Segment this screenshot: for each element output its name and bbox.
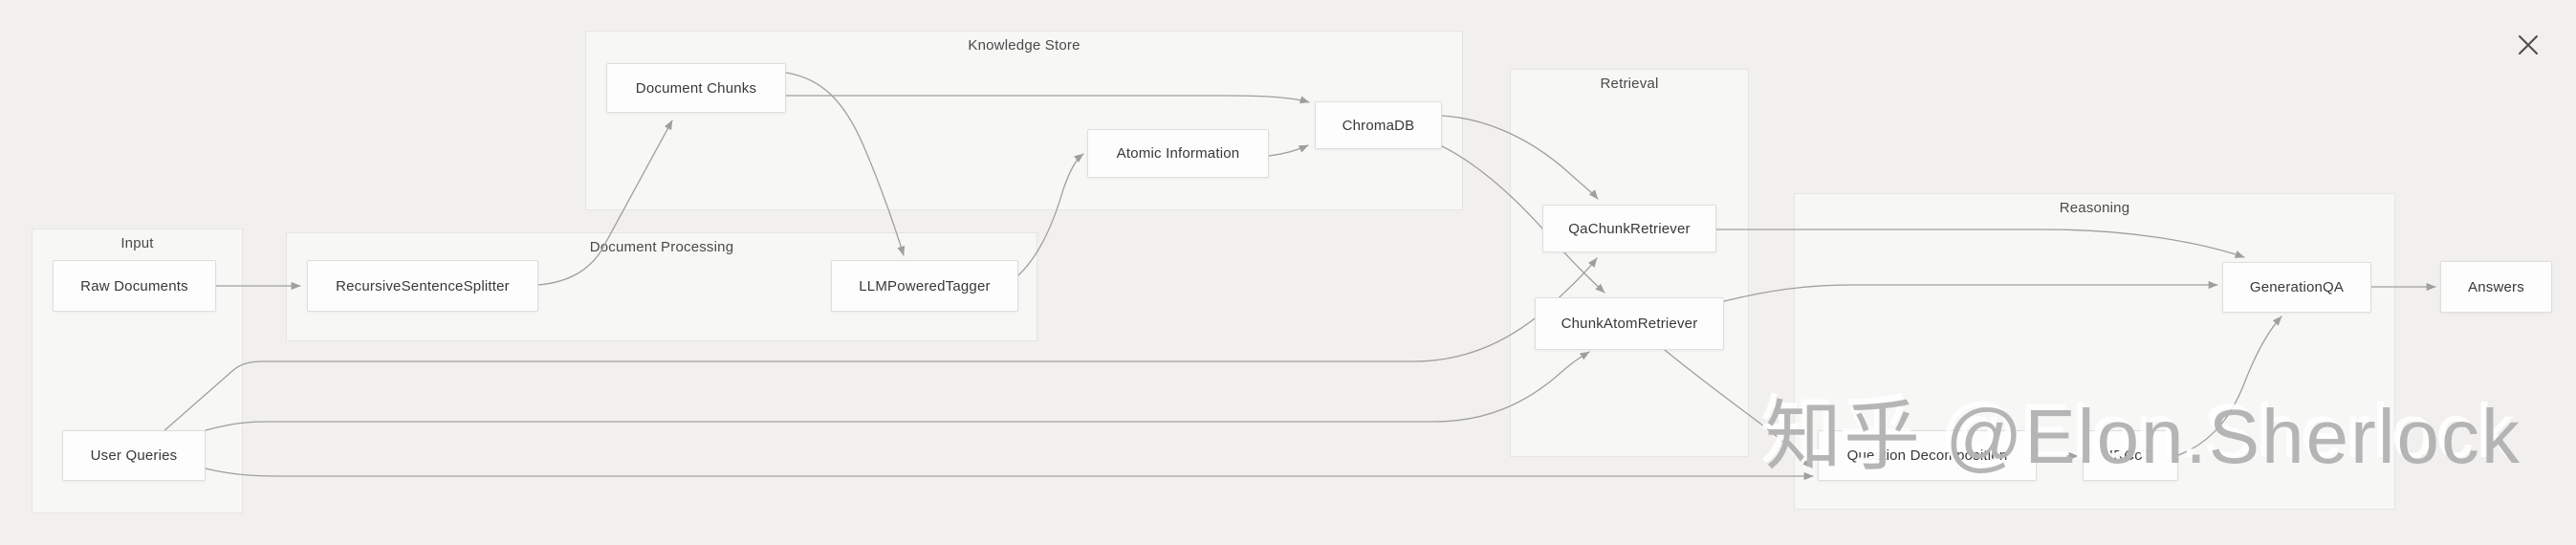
group-title-reasoning: Reasoning bbox=[2059, 200, 2130, 216]
edge-ircot--generation-qa bbox=[2177, 316, 2282, 456]
edge-recursive-sentence-splitter--document-chunks bbox=[537, 120, 673, 286]
close-button[interactable] bbox=[2515, 32, 2542, 58]
node-chunk-atom-retriever: ChunkAtomRetriever bbox=[1535, 297, 1724, 350]
close-icon bbox=[2519, 35, 2538, 54]
node-label-recursive-sentence-splitter: RecursiveSentenceSplitter bbox=[336, 277, 510, 294]
group-title-retrieval: Retrieval bbox=[1600, 76, 1659, 92]
node-label-question-decomposition: Question Decomposition bbox=[1846, 447, 2008, 464]
group-title-knowledge-store: Knowledge Store bbox=[968, 37, 1081, 54]
edge-document-chunks--chromadb bbox=[785, 95, 1310, 104]
group-retrieval: Retrieval bbox=[1510, 69, 1749, 457]
node-label-generation-qa: GenerationQA bbox=[2249, 279, 2345, 295]
group-title-input: Input bbox=[120, 235, 154, 251]
node-llm-powered-tagger: LLMPoweredTagger bbox=[831, 260, 1018, 312]
node-label-ircot: IRCoT bbox=[2108, 447, 2152, 464]
node-user-queries: User Queries bbox=[62, 430, 206, 481]
node-label-atomic-information: Atomic Information bbox=[1116, 145, 1240, 162]
node-document-chunks: Document Chunks bbox=[606, 63, 786, 113]
node-label-chromadb: ChromaDB bbox=[1342, 117, 1415, 134]
edge-user-queries--chunk-atom-retriever bbox=[205, 351, 1590, 431]
node-answers: Answers bbox=[2440, 261, 2552, 313]
edge-qa-chunk-retriever--generation-qa bbox=[1715, 229, 2245, 258]
edge-llm-powered-tagger--atomic-information bbox=[1017, 153, 1084, 276]
node-label-llm-powered-tagger: LLMPoweredTagger bbox=[859, 277, 991, 294]
edge-user-queries--question-decomposition bbox=[205, 468, 1814, 481]
edge-chunk-atom-retriever--question-decomposition bbox=[1664, 349, 1813, 469]
node-qa-chunk-retriever: QaChunkRetriever bbox=[1542, 205, 1716, 252]
node-label-qa-chunk-retriever: QaChunkRetriever bbox=[1568, 220, 1691, 237]
node-label-document-chunks: Document Chunks bbox=[635, 79, 757, 97]
node-question-decomposition: Question Decomposition bbox=[1818, 430, 2037, 481]
node-ircot: IRCoT bbox=[2083, 430, 2178, 481]
node-label-user-queries: User Queries bbox=[90, 447, 178, 464]
edge-document-chunks--llm-powered-tagger bbox=[785, 72, 906, 256]
node-raw-documents: Raw Documents bbox=[53, 260, 216, 312]
edge-chromadb--qa-chunk-retriever bbox=[1441, 115, 1599, 200]
node-generation-qa: GenerationQA bbox=[2222, 262, 2371, 313]
node-chromadb: ChromaDB bbox=[1315, 101, 1442, 149]
edge-user-queries--qa-chunk-retriever bbox=[162, 257, 1598, 433]
node-label-raw-documents: Raw Documents bbox=[80, 277, 188, 294]
group-title-document-processing: Document Processing bbox=[589, 239, 734, 255]
node-atomic-information: Atomic Information bbox=[1087, 129, 1269, 178]
edge-atomic-information--chromadb bbox=[1268, 144, 1309, 157]
node-label-chunk-atom-retriever: ChunkAtomRetriever bbox=[1561, 316, 1698, 332]
node-recursive-sentence-splitter: RecursiveSentenceSplitter bbox=[307, 260, 538, 312]
edge-chunk-atom-retriever--generation-qa bbox=[1723, 280, 2218, 302]
node-label-answers: Answers bbox=[2468, 278, 2524, 295]
